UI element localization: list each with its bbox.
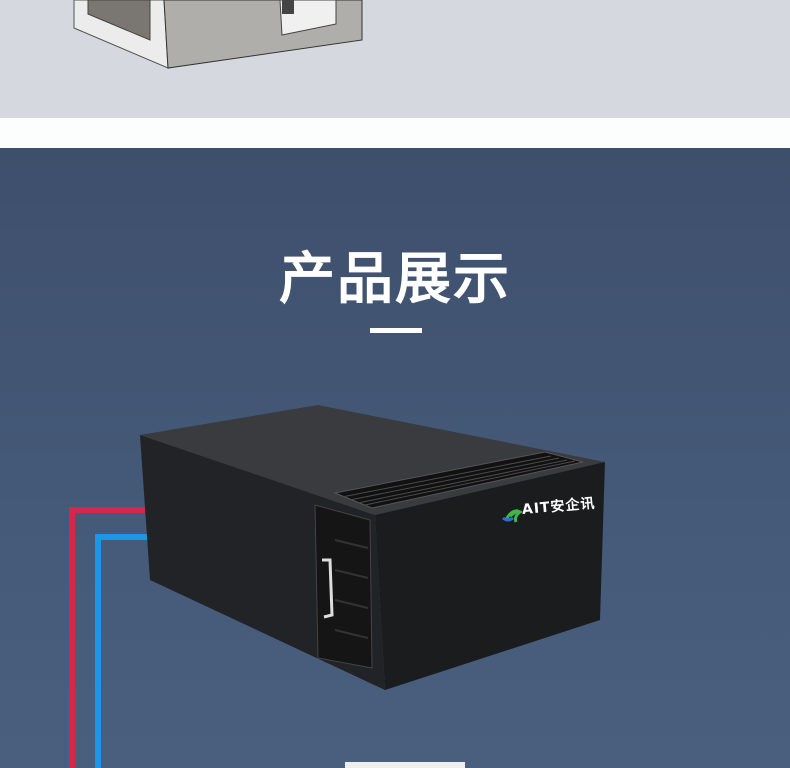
brand-logo-mark bbox=[504, 508, 523, 523]
side-grille-panel bbox=[314, 504, 373, 669]
section-title: 产品展示 bbox=[279, 247, 511, 312]
hot-pipe bbox=[69, 507, 148, 768]
handle bbox=[322, 558, 334, 619]
unit-front-face bbox=[375, 462, 605, 690]
cabinet-diagram-image bbox=[73, 0, 363, 69]
divider-band bbox=[0, 118, 790, 148]
title-underline bbox=[370, 328, 422, 333]
cabinet-diagram-section bbox=[0, 0, 790, 118]
cold-pipe bbox=[95, 534, 148, 768]
unit-top-face bbox=[140, 405, 605, 515]
